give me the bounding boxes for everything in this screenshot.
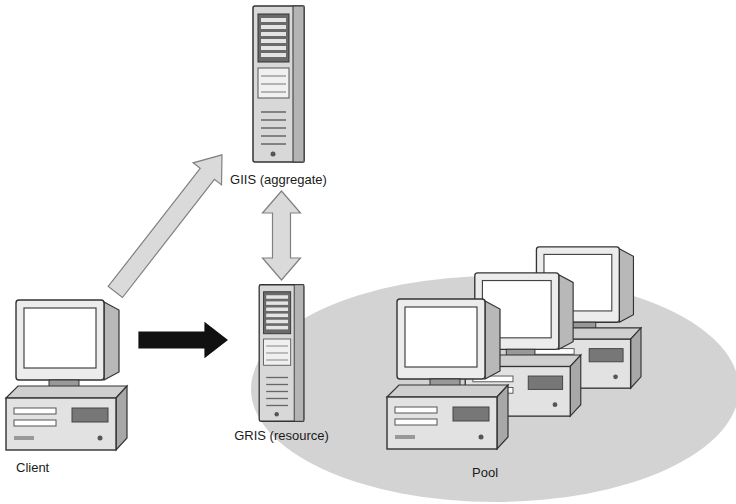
register-arrow bbox=[263, 191, 301, 280]
request-arrow bbox=[139, 323, 227, 357]
node-label: GIIS (aggregate) bbox=[227, 172, 330, 188]
pool-region: PoolGRIS (resource) bbox=[250, 275, 736, 503]
server-tower bbox=[259, 285, 304, 422]
computer-icon bbox=[4, 298, 129, 453]
server-tower bbox=[253, 6, 304, 162]
pool-label: Pool bbox=[472, 465, 498, 481]
client-computer: Client bbox=[4, 298, 135, 476]
server-icon bbox=[254, 283, 309, 423]
desktop-computer bbox=[6, 300, 127, 450]
label-holder: Pool bbox=[472, 465, 498, 481]
query-arrow bbox=[108, 155, 222, 298]
node-label: GRIS (resource) bbox=[231, 428, 332, 444]
pool-ellipse bbox=[251, 276, 736, 502]
server-icon bbox=[251, 4, 306, 164]
resource-server: GRIS (resource) bbox=[231, 283, 332, 444]
node-label: Client bbox=[4, 460, 135, 476]
aggregate-server: GIIS (aggregate) bbox=[227, 4, 330, 188]
